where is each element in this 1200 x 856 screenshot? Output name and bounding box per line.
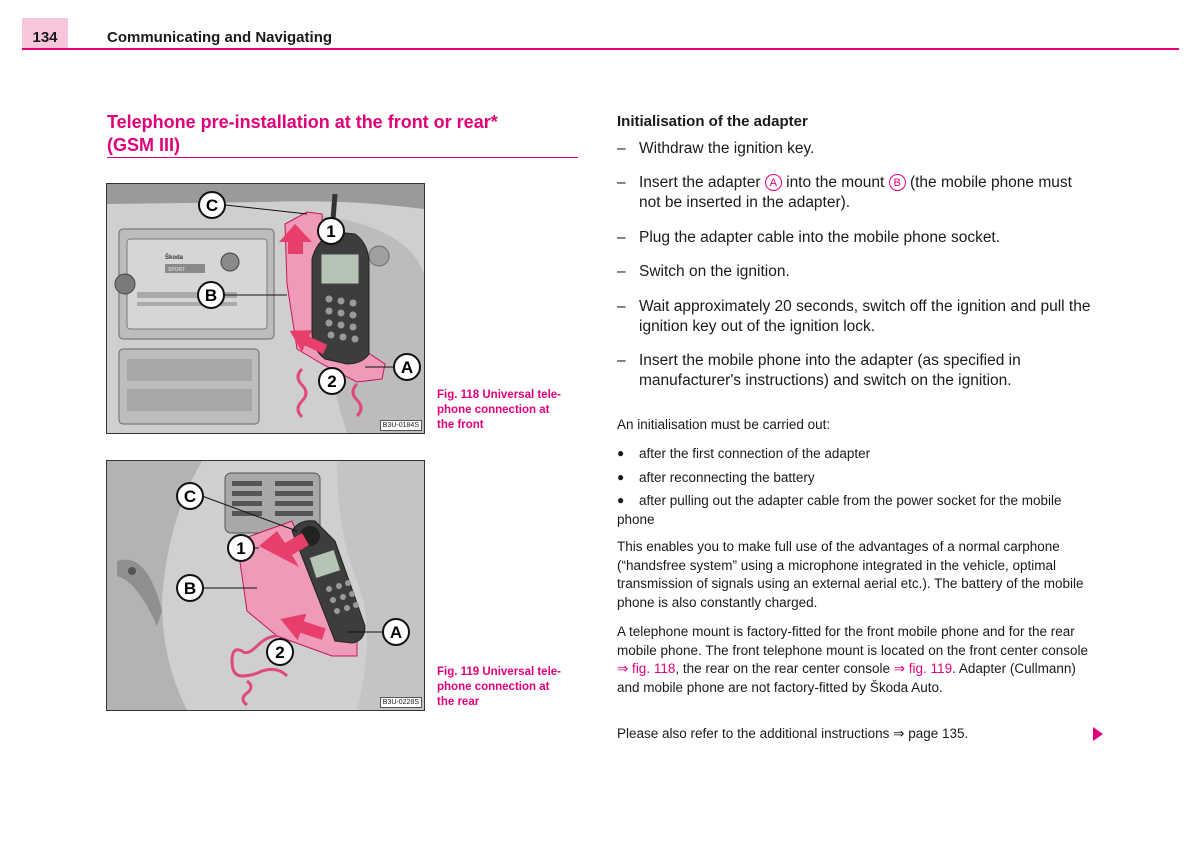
step-text-part: Insert the adapter bbox=[639, 174, 765, 191]
label-a: A bbox=[390, 623, 402, 642]
figure-code: B3U-0228S bbox=[379, 697, 422, 708]
paragraph-text-part: , the rear on the rear center console bbox=[675, 661, 894, 676]
step-text: Insert the adapter A into the mount B (t… bbox=[639, 173, 1097, 213]
step-text: Withdraw the ignition key. bbox=[639, 140, 815, 157]
section-rule bbox=[107, 157, 578, 158]
label-1: 1 bbox=[326, 222, 335, 241]
label-a: A bbox=[401, 358, 413, 377]
bullet-item: ● after reconnecting the battery bbox=[617, 468, 1092, 487]
step-item: – Withdraw the ignition key. bbox=[617, 139, 1097, 159]
next-page-arrow-icon[interactable] bbox=[1093, 727, 1103, 741]
radio-brand-text: Škoda bbox=[165, 253, 184, 261]
step-dash: – bbox=[617, 263, 626, 280]
step-dash: – bbox=[617, 140, 626, 157]
paragraph-additional-instructions: Please also refer to the additional inst… bbox=[617, 726, 969, 741]
step-text: Switch on the ignition. bbox=[639, 263, 790, 280]
bullet-item: ● after pulling out the adapter cable fr… bbox=[617, 491, 1092, 529]
section-title-line2: (GSM III) bbox=[107, 135, 180, 155]
section-title: Telephone pre-installation at the front … bbox=[107, 111, 577, 157]
caption-line: Fig. 119 Universal tele- bbox=[437, 666, 562, 678]
figure-119-caption: Fig. 119 Universal tele- phone connectio… bbox=[437, 665, 582, 710]
bullet-dot: ● bbox=[617, 470, 625, 484]
step-item: – Plug the adapter cable into the mobile… bbox=[617, 228, 1097, 248]
caption-line: phone connection at bbox=[437, 681, 550, 693]
caption-line: the rear bbox=[437, 696, 480, 708]
caption-line: phone connection at bbox=[437, 404, 550, 416]
caption-line: the front bbox=[437, 419, 484, 431]
step-text: Insert the mobile phone into the adapter… bbox=[639, 352, 1021, 389]
link-fig-119[interactable]: ⇒ fig. 119 bbox=[893, 661, 953, 676]
section-title-line1: Telephone pre-installation at the front … bbox=[107, 112, 498, 132]
label-b: B bbox=[205, 286, 217, 305]
step-dash: – bbox=[617, 298, 626, 315]
step-dash: – bbox=[617, 229, 626, 246]
caption-line: Fig. 118 Universal tele- bbox=[437, 389, 562, 401]
label-c: C bbox=[184, 487, 196, 506]
step-item: – Insert the adapter A into the mount B … bbox=[617, 173, 1097, 213]
header-rule bbox=[22, 48, 1179, 50]
paragraph-text-part: . Adapter (Cullmann) and mobile phone ar… bbox=[617, 661, 1076, 695]
step-dash: – bbox=[617, 174, 626, 191]
bullet-dot: ● bbox=[617, 493, 625, 507]
bullet-dot: ● bbox=[617, 446, 625, 460]
radio-display-text: SPORT bbox=[168, 267, 185, 273]
page-number-box bbox=[22, 18, 68, 50]
intro-text: An initialisation must be carried out: bbox=[617, 417, 831, 432]
label-c: C bbox=[206, 196, 218, 215]
step-item: – Insert the mobile phone into the adapt… bbox=[617, 351, 1097, 391]
step-dash: – bbox=[617, 352, 626, 369]
figure-119-illustration: C 1 B A 2 bbox=[107, 461, 424, 710]
figure-118-caption: Fig. 118 Universal tele- phone connectio… bbox=[437, 388, 582, 433]
figure-code: B3U-0184S bbox=[379, 420, 422, 431]
marker-a: A bbox=[764, 174, 782, 191]
bullet-item: ● after the first connection of the adap… bbox=[617, 444, 1092, 463]
step-text-part: (the mobile phone must not be inserted i… bbox=[639, 174, 1072, 211]
step-item: – Switch on the ignition. bbox=[617, 262, 1097, 282]
step-item: – Wait approximately 20 seconds, switch … bbox=[617, 297, 1097, 337]
paragraph-text-part: A telephone mount is factory-fitted for … bbox=[617, 624, 1089, 658]
figure-118-illustration: Škoda SPORT bbox=[107, 184, 424, 433]
paragraph-advantages: This enables you to make full use of the… bbox=[617, 539, 1084, 610]
link-fig-118[interactable]: ⇒ fig. 118 bbox=[617, 661, 676, 676]
chapter-title: Communicating and Navigating bbox=[107, 29, 333, 46]
figure-118-front-phone-connection: Škoda SPORT bbox=[106, 183, 425, 434]
step-text: Plug the adapter cable into the mobile p… bbox=[639, 229, 1001, 246]
marker-b: B bbox=[888, 174, 906, 191]
paragraph-mount-location: A telephone mount is factory-fitted for … bbox=[617, 623, 1092, 697]
label-1: 1 bbox=[236, 539, 245, 558]
label-2: 2 bbox=[275, 643, 284, 662]
label-b: B bbox=[184, 579, 196, 598]
step-text-part: into the mount bbox=[781, 174, 889, 191]
bullet-text: after reconnecting the battery bbox=[639, 470, 815, 485]
subheading: Initialisation of the adapter bbox=[617, 113, 808, 130]
page-number: 134 bbox=[32, 29, 58, 46]
bullet-text: after the first connection of the adapte… bbox=[639, 446, 871, 461]
label-2: 2 bbox=[327, 372, 336, 391]
bullet-text: after pulling out the adapter cable from… bbox=[617, 493, 1062, 527]
figure-119-rear-phone-connection: C 1 B A 2 B3U-0228S bbox=[106, 460, 425, 711]
step-text: Wait approximately 20 seconds, switch of… bbox=[639, 298, 1091, 335]
